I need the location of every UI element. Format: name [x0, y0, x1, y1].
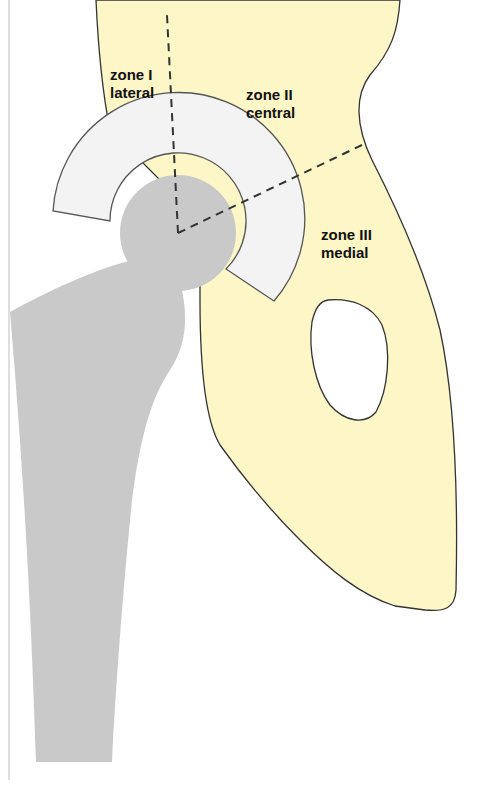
- zone-divider: [167, 15, 178, 233]
- zone-label: zone III medial: [321, 226, 395, 262]
- obturator-foramen: [311, 300, 388, 420]
- frame-edge: [9, 0, 10, 780]
- femoral-stem: [10, 255, 185, 762]
- acetabular-cup: [53, 92, 305, 301]
- zone-label: zone II central: [246, 86, 318, 122]
- zone-divider: [178, 145, 362, 233]
- zone-label: zone I lateral: [110, 66, 176, 102]
